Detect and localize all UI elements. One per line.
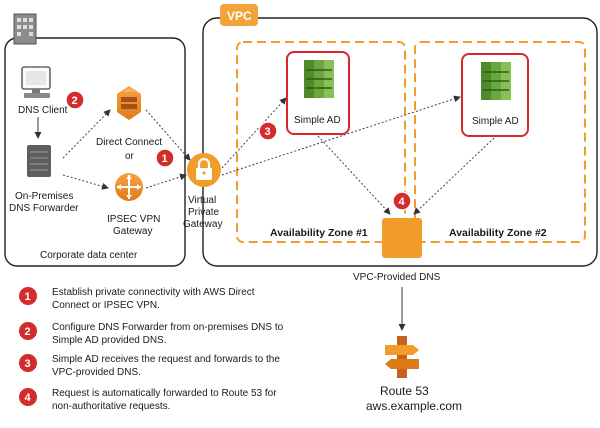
- vpc-container: VPC: [202, 4, 598, 267]
- vgw-line1: Virtual: [188, 195, 216, 206]
- step-3-line1: Simple AD receives the request and forwa…: [52, 354, 280, 365]
- svg-text:3: 3: [25, 358, 31, 370]
- vpn-gateway-icon: [115, 173, 143, 201]
- marker-4: 4: [392, 191, 412, 211]
- ipsec-line1: IPSEC VPN: [107, 214, 160, 225]
- server-icon: [27, 145, 51, 177]
- simple-ad-2-label: Simple AD: [472, 116, 519, 127]
- step-4-line1: Request is automatically forwarded to Ro…: [52, 388, 277, 399]
- marker-3: 3: [258, 121, 278, 141]
- svg-text:1: 1: [162, 153, 168, 165]
- marker-1: 1: [155, 148, 175, 168]
- vgw-line2: Private: [188, 207, 220, 218]
- svg-text:2: 2: [72, 95, 78, 107]
- forwarder-line2: DNS Forwarder: [9, 203, 79, 214]
- step-2-line1: Configure DNS Forwarder from on-premises…: [52, 322, 284, 333]
- ipsec-line2: Gateway: [113, 226, 152, 237]
- step-4-line2: non-authoritative requests.: [52, 401, 170, 412]
- simple-ad-1-label: Simple AD: [294, 115, 341, 126]
- step-2: 2 Configure DNS Forwarder from on-premis…: [19, 322, 284, 346]
- vgw-line3: Gateway: [183, 219, 222, 230]
- route53-icon: [385, 336, 419, 378]
- availability-zone-1: [236, 41, 406, 243]
- desktop-computer-icon: [21, 66, 51, 98]
- corporate-data-center: Corporate data center: [4, 13, 186, 267]
- svg-text:4: 4: [25, 392, 32, 404]
- virtual-private-gateway-icon: [187, 153, 221, 187]
- simple-ad-1: Simple AD: [286, 51, 350, 135]
- step-4: 4 Request is automatically forwarded to …: [19, 388, 277, 412]
- route53-domain: aws.example.com: [366, 399, 462, 413]
- svg-text:4: 4: [399, 196, 406, 208]
- simple-ad-2: Simple AD: [461, 53, 529, 137]
- dns-client-label: DNS Client: [18, 105, 68, 116]
- svg-text:3: 3: [265, 126, 271, 138]
- vpc-badge: VPC: [227, 9, 252, 23]
- step-3: 3 Simple AD receives the request and for…: [19, 354, 280, 378]
- building-icon: [13, 13, 37, 45]
- step-1-line2: Connect or IPSEC VPN.: [52, 300, 160, 311]
- direct-connect-icon: [117, 86, 141, 120]
- svg-text:1: 1: [25, 291, 31, 303]
- directory-service-icon: [481, 62, 511, 100]
- vpc-dns-label: VPC-Provided DNS: [353, 272, 441, 283]
- az2-label: Availability Zone #2: [449, 227, 547, 239]
- route53-title: Route 53: [380, 384, 429, 398]
- direct-connect-label: Direct Connect: [96, 137, 162, 148]
- step-1-line1: Establish private connectivity with AWS …: [52, 287, 255, 298]
- availability-zone-2: [414, 41, 586, 243]
- step-3-line2: VPC-provided DNS.: [52, 367, 141, 378]
- corporate-label: Corporate data center: [40, 250, 138, 261]
- svg-text:2: 2: [25, 326, 31, 338]
- az1-label: Availability Zone #1: [270, 227, 368, 239]
- forwarder-line1: On-Premises: [15, 191, 73, 202]
- vpc-dns-icon: [382, 218, 422, 258]
- marker-2: 2: [65, 90, 85, 110]
- directory-service-icon: [304, 60, 334, 98]
- step-2-line2: Simple AD provided DNS.: [52, 335, 167, 346]
- step-1: 1 Establish private connectivity with AW…: [19, 287, 255, 311]
- or-label: or: [125, 151, 135, 162]
